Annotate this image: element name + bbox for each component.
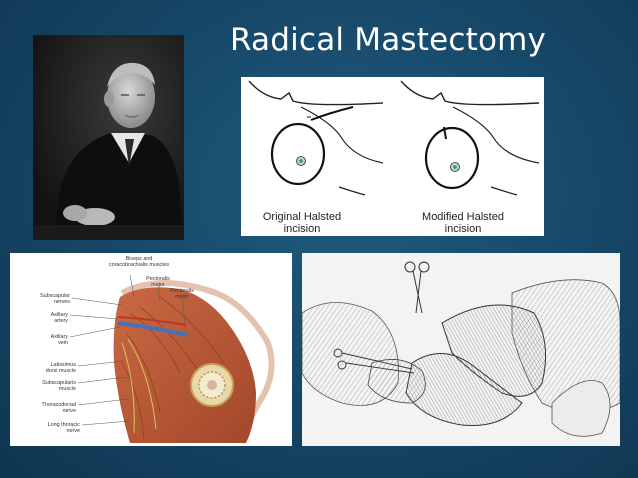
surgical-engraving	[302, 253, 620, 446]
label-subscap-nerves-line1: Subscapular	[40, 293, 70, 299]
label-axillary-artery-line1: Axillary	[50, 312, 68, 318]
label-pect-major-line2: major	[151, 282, 165, 288]
label-latissimus-line2: dorsi muscle	[45, 368, 76, 374]
label-thoracodorsal-line2: nerve	[62, 408, 77, 414]
label-subscapularis-line2: muscle	[58, 386, 76, 392]
label-pect-major-line1: Pectoralis	[146, 276, 170, 282]
modified-caption-line1: Modified Halsted	[422, 211, 504, 223]
label-axillary-vein-line1: Axillary	[50, 334, 68, 340]
portrait-photo	[33, 35, 184, 240]
label-subscap-nerves-line2: nerves	[53, 299, 70, 305]
original-caption-line2: incision	[283, 223, 321, 235]
original-incision-figure	[248, 80, 384, 196]
incision-diagram: Original Halsted incision Modified Halst…	[241, 77, 544, 236]
label-thoracodorsal-line1: Thoracodorsal	[41, 402, 76, 408]
label-long-thoracic-line1: Long thoracic	[47, 422, 80, 428]
modified-caption-line2: incision	[444, 223, 482, 235]
label-subscapularis-line1: Subscapularis	[42, 380, 76, 386]
axilla-anatomy-diagram: Biceps and coracobrachialis muscles Pect…	[10, 253, 292, 446]
label-biceps-line1: Biceps and	[125, 256, 153, 262]
slide-title: Radical Mastectomy	[230, 22, 547, 58]
modified-incision-figure	[400, 80, 540, 196]
label-axillary-artery-line2: artery	[54, 318, 68, 324]
label-long-thoracic-line2: nerve	[66, 428, 81, 434]
original-caption-line1: Original Halsted	[262, 211, 342, 223]
label-latissimus-line1: Latissimus	[50, 362, 76, 368]
label-pect-minor-line2: minor	[175, 294, 189, 300]
label-pect-minor-line1: Pectoralis	[170, 288, 194, 294]
label-axillary-vein-line2: vein	[58, 340, 68, 346]
label-biceps-line2: coracobrachialis muscles	[108, 262, 170, 268]
